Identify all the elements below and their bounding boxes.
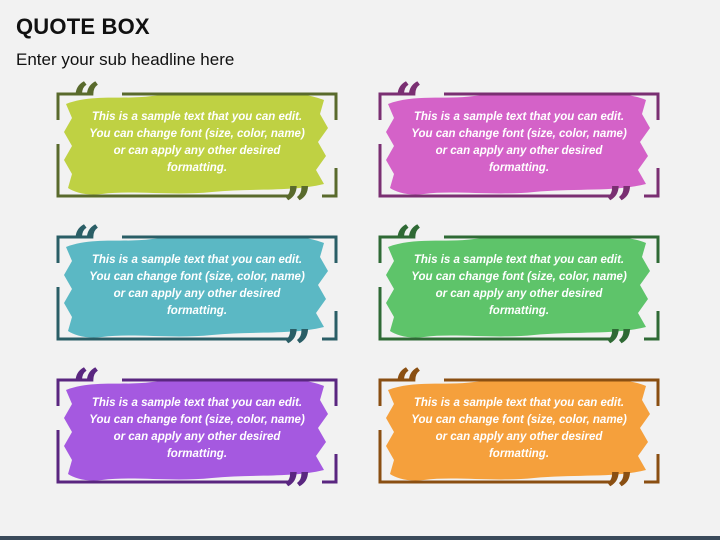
brush-background <box>378 235 660 341</box>
bracket-frame-segment <box>378 287 614 341</box>
brush-stroke <box>386 236 650 338</box>
quote-text[interactable]: This is a sample text that you can edit.… <box>89 397 305 460</box>
bracket-frame-segment <box>644 168 660 198</box>
bracket-frame-segment <box>644 454 660 484</box>
bracket-frame-segment <box>444 378 660 406</box>
bracket-frame-segment <box>378 430 614 484</box>
bracket-frame-segment <box>56 144 292 198</box>
brush-stroke <box>64 93 328 195</box>
bracket-frame-segment <box>378 235 410 263</box>
bracket-frame-segment <box>56 235 88 263</box>
bracket-frame-segment <box>378 92 410 120</box>
quote-box-1: “ ” This is a sample text that you can e… <box>52 76 342 230</box>
quote-text[interactable]: This is a sample text that you can edit.… <box>411 111 627 174</box>
close-quote-icon: ” <box>605 175 634 234</box>
brush-background <box>378 92 660 198</box>
bracket-frame-segment <box>444 235 660 263</box>
bracket-frame-segment <box>122 235 338 263</box>
footer-bar <box>0 536 720 540</box>
bracket-frame-segment <box>378 378 410 406</box>
brush-stroke <box>64 236 328 338</box>
close-quote-icon: ” <box>605 318 634 377</box>
brush-background <box>56 235 338 341</box>
bracket-frame-segment <box>56 430 292 484</box>
brush-background <box>378 378 660 484</box>
brush-background <box>56 378 338 484</box>
bracket-frame-segment <box>322 311 338 341</box>
quote-box-6: “ ” This is a sample text that you can e… <box>374 362 664 516</box>
close-quote-icon: ” <box>283 318 312 377</box>
slide-title: QUOTE BOX <box>16 14 150 39</box>
brush-background <box>56 92 338 198</box>
quote-text[interactable]: This is a sample text that you can edit.… <box>89 254 305 317</box>
bracket-frame-segment <box>56 287 292 341</box>
bracket-frame-segment <box>56 92 88 120</box>
bracket-frame-segment <box>122 378 338 406</box>
quote-box-2: “ ” This is a sample text that you can e… <box>374 76 664 230</box>
close-quote-icon: ” <box>283 175 312 234</box>
bracket-frame-segment <box>378 144 614 198</box>
quote-text[interactable]: This is a sample text that you can edit.… <box>411 254 627 317</box>
brush-stroke <box>386 93 650 195</box>
close-quote-icon: ” <box>283 461 312 520</box>
brush-stroke <box>386 379 650 481</box>
quote-text[interactable]: This is a sample text that you can edit.… <box>89 111 305 174</box>
quote-box-4: “ ” This is a sample text that you can e… <box>374 219 664 373</box>
slide-subtitle: Enter your sub headline here <box>16 50 235 69</box>
bracket-frame-segment <box>56 378 88 406</box>
bracket-frame-segment <box>322 454 338 484</box>
bracket-frame-segment <box>644 311 660 341</box>
quote-box-5: “ ” This is a sample text that you can e… <box>52 362 342 516</box>
quote-text[interactable]: This is a sample text that you can edit.… <box>411 397 627 460</box>
bracket-frame-segment <box>322 168 338 198</box>
bracket-frame-segment <box>444 92 660 120</box>
brush-stroke <box>64 379 328 481</box>
quote-box-3: “ ” This is a sample text that you can e… <box>52 219 342 373</box>
bracket-frame-segment <box>122 92 338 120</box>
close-quote-icon: ” <box>605 461 634 520</box>
